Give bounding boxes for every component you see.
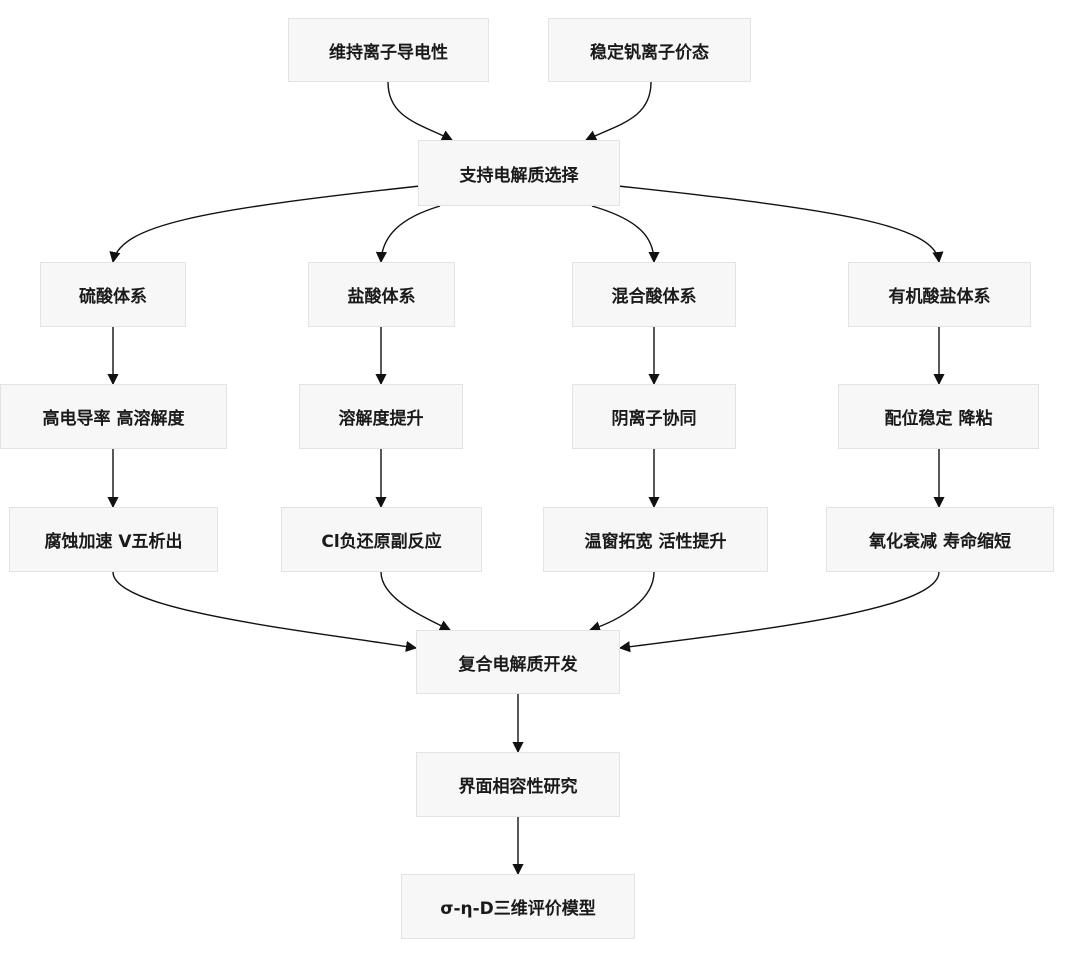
node-vanadium-valence: 稳定钒离子价态: [548, 18, 751, 82]
node-temp-window: 温窗拓宽 活性提升: [543, 507, 768, 572]
node-anion-synergy: 阴离子协同: [572, 384, 736, 449]
node-evaluation-model: σ-η-D三维评价模型: [401, 874, 635, 939]
edge-corrosion-to-composite: [112, 571, 418, 652]
edge-support-to-organic: [617, 185, 944, 264]
node-supporting-electrolyte: 支持电解质选择: [418, 140, 620, 206]
node-coordination-stable: 配位稳定 降粘: [838, 384, 1039, 449]
edge-support-to-hydrochloric: [375, 205, 441, 264]
node-sulfuric-system: 硫酸体系: [40, 262, 186, 327]
node-high-conductivity: 高电导率 高溶解度: [0, 384, 227, 449]
node-hydrochloric-system: 盐酸体系: [308, 262, 455, 327]
node-interface-study: 界面相容性研究: [416, 752, 620, 817]
edge-oxidation-to-composite: [618, 571, 940, 653]
node-cl-side-reaction: Cl负还原副反应: [281, 507, 482, 572]
edge-conductivity-to-support: [387, 81, 454, 141]
node-composite-electrolyte: 复合电解质开发: [416, 630, 620, 694]
node-oxidation-decay: 氧化衰减 寿命缩短: [826, 507, 1054, 572]
node-ionic-conductivity: 维持离子导电性: [288, 18, 489, 82]
node-solubility-increase: 溶解度提升: [299, 384, 463, 449]
edge-temp-to-composite: [588, 571, 655, 633]
edge-support-to-sulfuric: [109, 185, 421, 264]
edge-valence-to-support: [584, 81, 652, 141]
edge-cl-to-composite: [380, 571, 452, 631]
node-corrosion: 腐蚀加速 V五析出: [9, 507, 218, 572]
node-mixed-acid-system: 混合酸体系: [572, 262, 736, 327]
node-organic-salt-system: 有机酸盐体系: [848, 262, 1031, 327]
edge-support-to-mixed: [591, 205, 660, 264]
